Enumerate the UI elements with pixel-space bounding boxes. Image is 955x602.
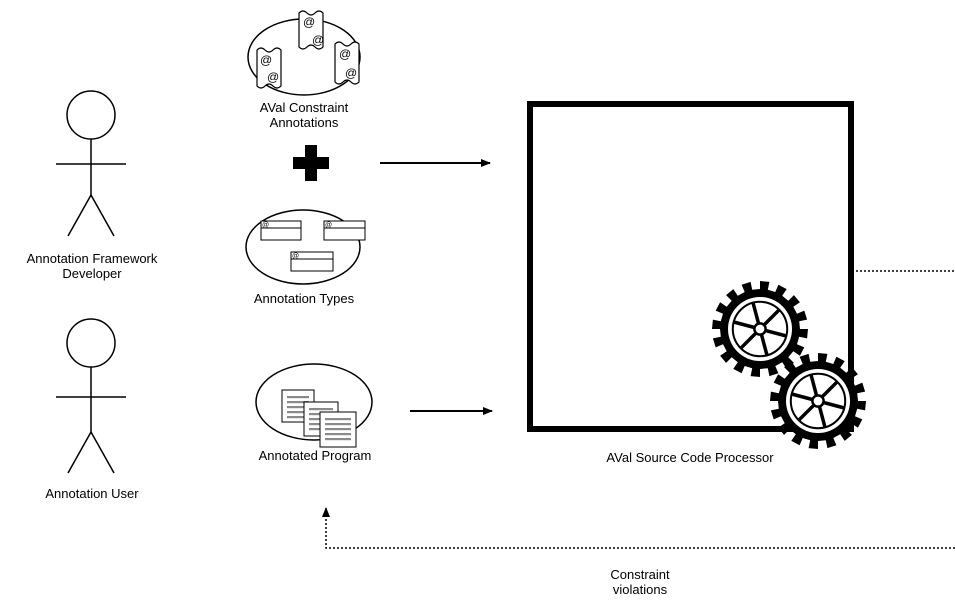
user-actor-icon (56, 318, 126, 474)
document-text-line (325, 428, 351, 431)
document-text-line (287, 406, 309, 409)
document-text-line (287, 396, 309, 399)
annotated-program-artifact (255, 363, 373, 448)
gear-icon (770, 353, 866, 449)
at-sign-icon: @ (303, 15, 315, 29)
constraint-annotations-label: AVal Constraint Annotations (259, 100, 349, 130)
document-text-line (325, 418, 351, 421)
annotation-doc-icon: @ @ (334, 41, 360, 85)
at-sign-icon: @ (312, 33, 324, 47)
at-sign-icon: @ (339, 47, 351, 61)
gear-icon (712, 281, 808, 377)
annotation-type-box-icon: @ (290, 251, 334, 272)
constraint-violation-return-path (322, 507, 955, 549)
developer-actor-label: Annotation Framework Developer (26, 251, 158, 281)
annotated-program-label: Annotated Program (258, 448, 372, 463)
at-sign-icon: @ (262, 222, 269, 229)
at-sign-icon: @ (325, 222, 332, 229)
annotation-types-label: Annotation Types (253, 291, 355, 306)
document-icon (319, 411, 357, 448)
document-text-line (325, 423, 351, 426)
document-text-line (309, 408, 333, 411)
processor-label: AVal Source Code Processor (606, 450, 774, 465)
developer-actor-icon (56, 90, 126, 237)
at-sign-icon: @ (260, 53, 272, 67)
at-sign-icon: @ (292, 253, 299, 260)
at-sign-icon: @ (345, 66, 357, 80)
user-actor-label: Annotation User (45, 486, 139, 501)
constraint-annotations-artifact: @ @ @ @ @ @ (247, 10, 361, 96)
document-text-line (287, 401, 309, 404)
constraint-violations-label: Constraint violations (610, 567, 670, 597)
document-text-line (287, 416, 309, 419)
annotation-type-box-icon: @ (323, 220, 366, 241)
document-text-line (287, 411, 309, 414)
document-text-line (325, 433, 351, 436)
annotation-doc-icon: @ @ (256, 47, 282, 89)
document-text-line (325, 438, 351, 441)
annotation-types-artifact: @ @ @ (245, 209, 366, 285)
annotation-type-box-icon: @ (260, 220, 302, 241)
plus-icon (293, 145, 329, 181)
at-sign-icon: @ (267, 70, 279, 84)
annotation-doc-icon: @ @ (298, 10, 324, 50)
